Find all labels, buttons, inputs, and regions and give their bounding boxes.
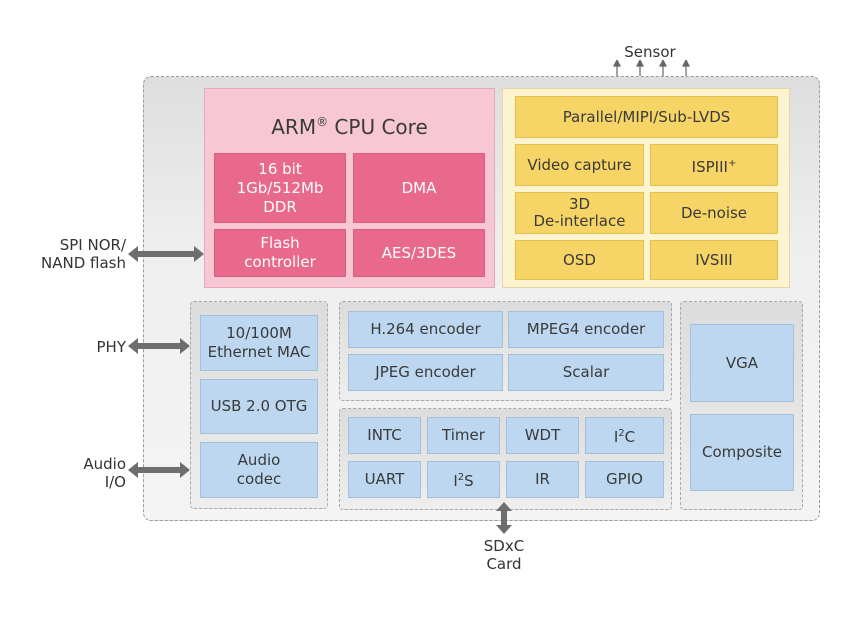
sdxc-arrow bbox=[496, 502, 512, 534]
mpeg4-encoder-block: MPEG4 encoder bbox=[508, 311, 664, 348]
denoise-block: De-noise bbox=[650, 192, 778, 234]
h264-encoder-block: H.264 encoder bbox=[348, 311, 503, 348]
dma-block: DMA bbox=[353, 153, 485, 223]
scalar-block: Scalar bbox=[508, 354, 664, 391]
usb-otg-block: USB 2.0 OTG bbox=[200, 379, 318, 434]
video-capture-block: Video capture bbox=[515, 144, 644, 186]
vga-block: VGA bbox=[690, 324, 794, 402]
spi-nand-flash-label: SPI NOR/NAND flash bbox=[41, 236, 126, 272]
wdt-block: WDT bbox=[506, 417, 579, 454]
aes-3des-block: AES/3DES bbox=[353, 229, 485, 277]
ir-block: IR bbox=[506, 461, 579, 498]
jpeg-encoder-block: JPEG encoder bbox=[348, 354, 503, 391]
parallel-mipi-block: Parallel/MIPI/Sub-LVDS bbox=[515, 96, 778, 138]
ivsiii-block: IVSIII bbox=[650, 240, 778, 280]
osd-block: OSD bbox=[515, 240, 644, 280]
composite-block: Composite bbox=[690, 414, 794, 491]
arm-cpu-core-title: ARM® CPU Core bbox=[271, 115, 428, 139]
intc-block: INTC bbox=[348, 417, 421, 454]
audio-io-arrow bbox=[128, 462, 190, 478]
ispiii-block: ISPIII+ bbox=[650, 144, 778, 186]
phy-arrow bbox=[128, 338, 190, 354]
timer-block: Timer bbox=[427, 417, 500, 454]
sensor-label: Sensor bbox=[624, 43, 676, 61]
spi-flash-arrow bbox=[128, 246, 204, 262]
i2s-block: I2S bbox=[427, 461, 500, 498]
phy-label: PHY bbox=[96, 338, 127, 356]
i2c-block: I2C bbox=[585, 417, 664, 454]
gpio-block: GPIO bbox=[585, 461, 664, 498]
uart-block: UART bbox=[348, 461, 421, 498]
